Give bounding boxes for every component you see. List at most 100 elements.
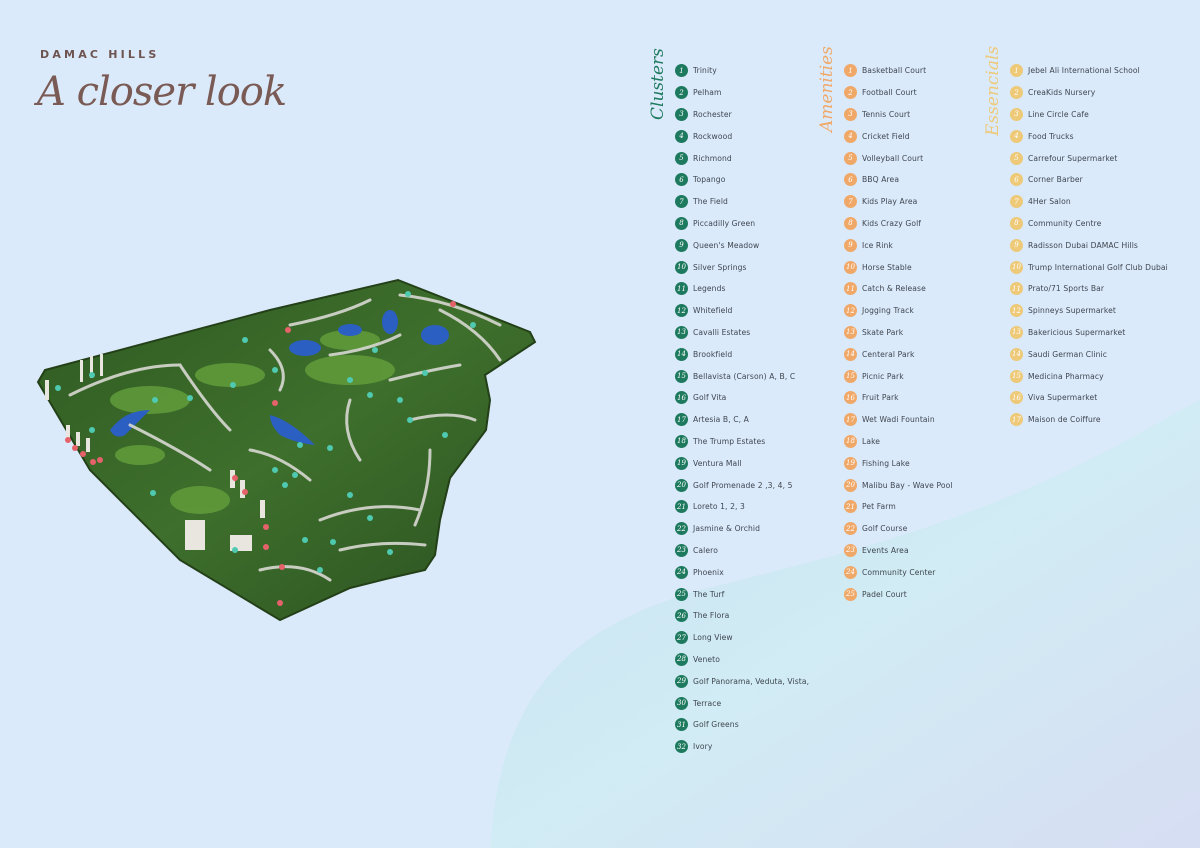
number-badge: 18: [844, 434, 857, 448]
page-title: A closer look: [37, 69, 287, 115]
number-badge: 8: [675, 216, 688, 230]
number-badge: 24: [844, 565, 857, 579]
number-badge: 16: [844, 391, 857, 405]
number-badge: 14: [844, 347, 857, 361]
clusters-title: Clusters: [648, 48, 668, 120]
number-badge: 15: [844, 369, 857, 383]
number-badge: 4: [675, 129, 688, 143]
number-badge: 4: [844, 129, 857, 143]
essencials-title: Essencials: [983, 45, 1003, 136]
number-badge: 12: [844, 304, 857, 318]
number-badge: 23: [675, 543, 688, 557]
number-badge: 7: [675, 195, 688, 209]
number-badge: 1: [1010, 64, 1023, 78]
number-badge: 17: [844, 413, 857, 427]
number-badge: 19: [844, 456, 857, 470]
number-badge: 25: [675, 587, 688, 601]
number-badge: 12: [1010, 304, 1023, 318]
number-badge: 11: [1010, 282, 1023, 296]
number-badge: 32: [675, 740, 688, 754]
number-badge: 13: [1010, 325, 1023, 339]
number-badge: 18: [675, 434, 688, 448]
number-badge: 24: [675, 565, 688, 579]
number-badge: 11: [675, 282, 688, 296]
number-badge: 6: [844, 173, 857, 187]
number-badge: 22: [675, 522, 688, 536]
number-badge: 7: [844, 195, 857, 209]
number-badge: 27: [675, 631, 688, 645]
number-badge: 29: [675, 674, 688, 688]
number-badge: 19: [675, 456, 688, 470]
number-badge: 10: [675, 260, 688, 274]
number-badge: 28: [675, 652, 688, 666]
number-badge: 13: [675, 325, 688, 339]
number-badge: 23: [844, 543, 857, 557]
number-badge: 30: [675, 696, 688, 710]
number-badge: 21: [844, 500, 857, 514]
number-badge: 3: [675, 107, 688, 121]
number-badge: 6: [675, 173, 688, 187]
number-badge: 6: [1010, 173, 1023, 187]
number-badge: 2: [844, 86, 857, 100]
number-badge: 10: [1010, 260, 1023, 274]
number-badge: 11: [844, 282, 857, 296]
number-badge: 4: [1010, 129, 1023, 143]
number-badge: 26: [675, 609, 688, 623]
number-badge: 20: [844, 478, 857, 492]
number-badge: 10: [844, 260, 857, 274]
number-badge: 2: [1010, 86, 1023, 100]
number-badge: 15: [675, 369, 688, 383]
number-badge: 8: [844, 216, 857, 230]
number-badge: 9: [1010, 238, 1023, 252]
number-badge: 22: [844, 522, 857, 536]
brand-name: DAMAC HILLS: [40, 48, 160, 61]
number-badge: 5: [675, 151, 688, 165]
number-badge: 17: [1010, 413, 1023, 427]
number-badge: 16: [675, 391, 688, 405]
